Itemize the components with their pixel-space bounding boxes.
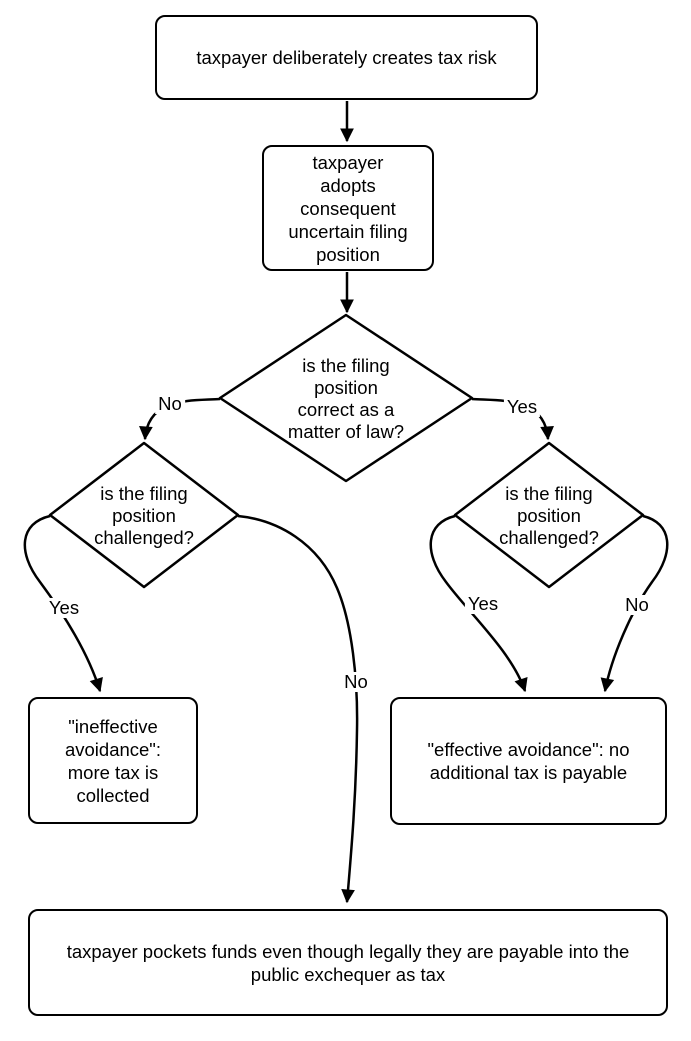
decision-correct-in-law-label: is the filing position correct as a matt…	[287, 355, 405, 442]
node-create-risk: taxpayer deliberately creates tax risk	[155, 15, 538, 100]
edge-right-no-to-effective	[600, 514, 669, 693]
edge-label-right-no: No	[622, 595, 652, 615]
edge-label-central-no: No	[155, 394, 185, 414]
edge-label-right-yes: Yes	[464, 594, 502, 614]
edge-right-yes-to-effective	[429, 514, 528, 693]
decision-correct-in-law-shape	[218, 313, 474, 483]
decision-challenged-left-label: is the filing position challenged?	[94, 483, 194, 548]
edge-left-no-to-pockets	[237, 514, 359, 904]
edge-label-central-yes: Yes	[503, 397, 541, 417]
edge-left-yes-to-ineffective	[23, 514, 103, 693]
node-adopt-position: taxpayer adopts consequent uncertain fil…	[262, 145, 434, 271]
decision-challenged-right-shape	[453, 441, 645, 589]
decision-challenged-right-label: is the filing position challenged?	[499, 483, 599, 548]
node-effective-avoidance: "effective avoidance": no additional tax…	[390, 697, 667, 825]
node-pockets-funds: taxpayer pockets funds even though legal…	[28, 909, 668, 1016]
node-ineffective-avoidance: "ineffective avoidance": more tax is col…	[28, 697, 198, 824]
edge-label-left-no: No	[341, 672, 371, 692]
edge-label-left-yes: Yes	[45, 598, 83, 618]
decision-challenged-left-shape	[48, 441, 240, 589]
